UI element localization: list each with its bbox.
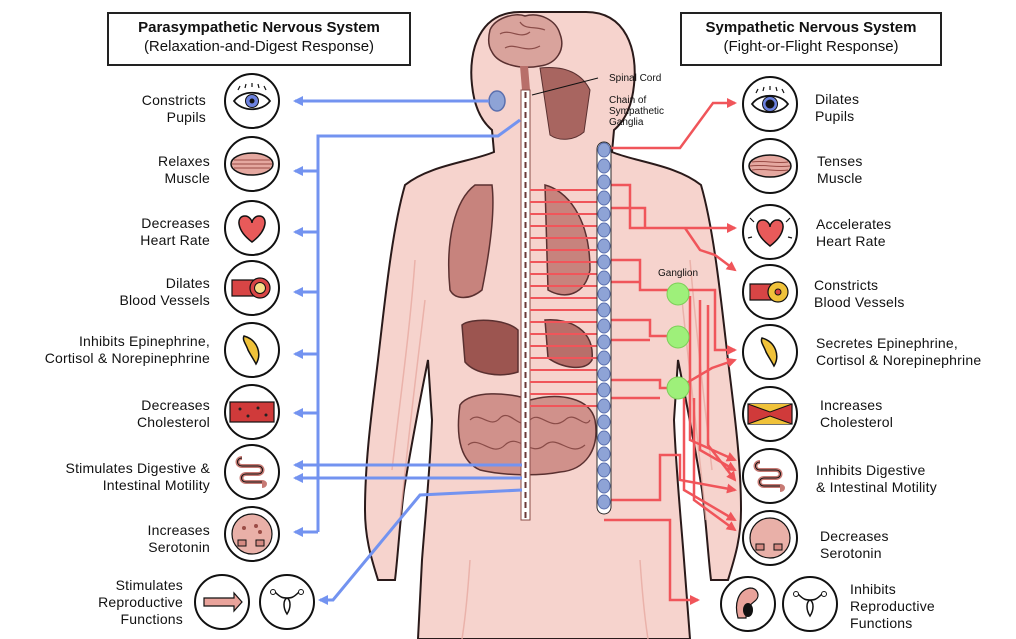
ganglion-node bbox=[667, 377, 689, 399]
chain-ganglion-node bbox=[598, 239, 610, 253]
chain-ganglion-node bbox=[598, 495, 610, 509]
reproductive-female-icon bbox=[260, 575, 314, 629]
muscle-icon bbox=[225, 137, 279, 191]
intestine-icon bbox=[225, 445, 279, 499]
effect-inhibits-epinephrine: Inhibits Epinephrine,Cortisol & Norepine… bbox=[45, 333, 210, 367]
chain-of-sympathetic-ganglia-label: Chain of Sympathetic Ganglia bbox=[609, 95, 664, 128]
heart-icon bbox=[743, 205, 797, 259]
parasympathetic-subtitle: (Relaxation-and-Digest Response) bbox=[109, 38, 409, 55]
chain-ganglion-node bbox=[598, 287, 610, 301]
parasympathetic-icons bbox=[195, 74, 314, 629]
sympathetic-subtitle: (Fight-or-Flight Response) bbox=[682, 38, 940, 55]
chain-ganglion-node bbox=[598, 447, 610, 461]
ganglia bbox=[667, 283, 689, 399]
sympathetic-title-box: Sympathetic Nervous System (Fight-or-Fli… bbox=[680, 12, 942, 66]
adrenal-gland-icon bbox=[743, 325, 797, 379]
chain-ganglion-node bbox=[598, 223, 610, 237]
chain-ganglion-node bbox=[598, 175, 610, 189]
spinal-cord bbox=[521, 90, 530, 520]
ganglion-node bbox=[667, 283, 689, 305]
reproductive-male-icon bbox=[195, 575, 249, 629]
chain-ganglion-node bbox=[598, 383, 610, 397]
reproductive-male-icon bbox=[721, 577, 775, 631]
eye-icon bbox=[225, 74, 279, 128]
artery-cholesterol-icon bbox=[743, 387, 797, 441]
artery-cholesterol-icon bbox=[225, 385, 279, 439]
chain-ganglion-node bbox=[598, 319, 610, 333]
chain-ganglion-node bbox=[598, 255, 610, 269]
chain-ganglion-node bbox=[598, 335, 610, 349]
chain-ganglion-node bbox=[598, 367, 610, 381]
chain-ganglion-node bbox=[598, 303, 610, 317]
adrenal-gland-icon bbox=[225, 323, 279, 377]
chain-ganglion-node bbox=[598, 271, 610, 285]
effect-stimulates-digestive: Stimulates Digestive &Intestinal Motilit… bbox=[66, 460, 210, 494]
chain-ganglion-node bbox=[598, 479, 610, 493]
intestine-icon bbox=[743, 449, 797, 503]
parasympathetic-title-box: Parasympathetic Nervous System (Relaxati… bbox=[107, 12, 411, 66]
effect-secretes-epinephrine: Secretes Epinephrine,Cortisol & Norepine… bbox=[816, 335, 981, 369]
chain-ganglion-node bbox=[598, 431, 610, 445]
ganglion-node bbox=[667, 326, 689, 348]
chain-ganglion-node bbox=[598, 159, 610, 173]
parasympathetic-title: Parasympathetic Nervous System bbox=[109, 19, 409, 36]
chain-ganglion-node bbox=[598, 463, 610, 477]
heart-icon bbox=[225, 201, 279, 255]
chain-ganglion-node bbox=[598, 191, 610, 205]
liver-icon bbox=[462, 320, 518, 375]
eye-icon bbox=[743, 77, 797, 131]
serotonin-cell-icon bbox=[743, 511, 797, 565]
chain-ganglion-node bbox=[598, 399, 610, 413]
serotonin-cell-icon bbox=[225, 507, 279, 561]
blood-vessel-icon bbox=[225, 261, 279, 315]
effect-inhibits-digestive: Inhibits Digestive& Intestinal Motility bbox=[816, 462, 937, 496]
sympathetic-title: Sympathetic Nervous System bbox=[682, 19, 940, 36]
muscle-icon bbox=[743, 139, 797, 193]
sympathetic-ganglia-chain bbox=[597, 142, 611, 514]
chain-ganglion-node bbox=[598, 143, 610, 157]
reproductive-female-icon bbox=[783, 577, 837, 631]
brain-icon bbox=[489, 15, 562, 67]
blood-vessel-icon bbox=[743, 265, 797, 319]
spinal-cord-label: Spinal Cord bbox=[609, 73, 661, 84]
chain-ganglion-node bbox=[598, 351, 610, 365]
chain-ganglion-node bbox=[598, 415, 610, 429]
chain-ganglion-node bbox=[598, 207, 610, 221]
ganglion-label: Ganglion bbox=[658, 268, 698, 279]
